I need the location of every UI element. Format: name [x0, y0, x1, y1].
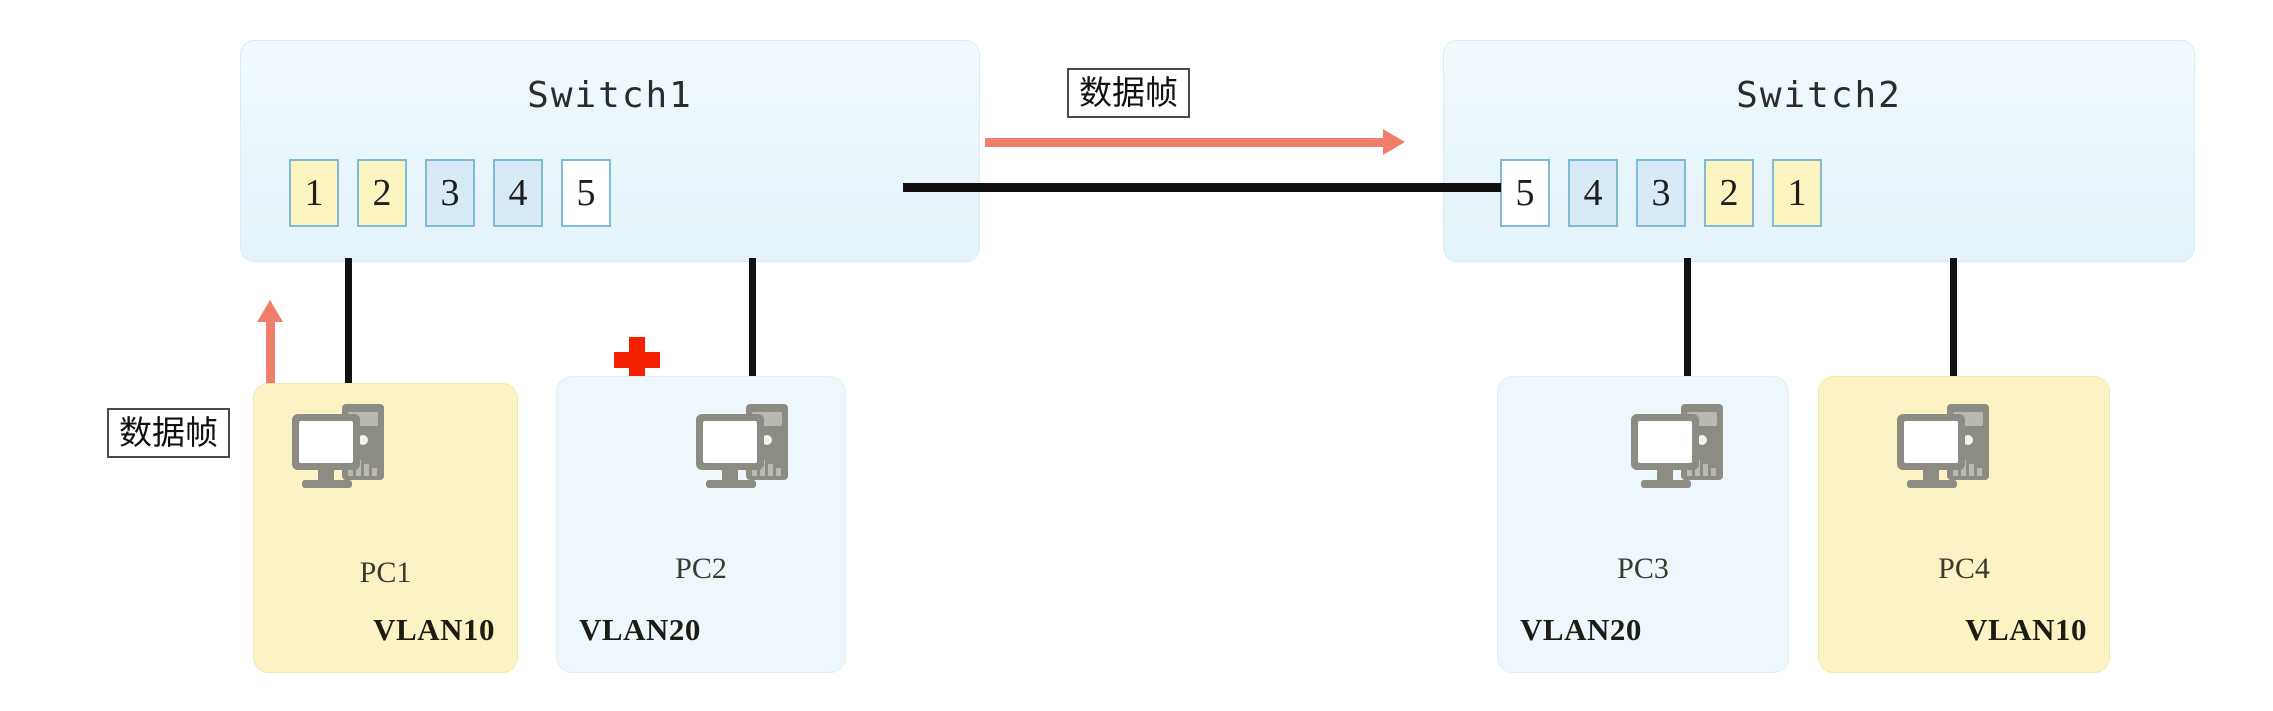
- pc1-label: PC1: [359, 556, 412, 589]
- frame-arrow-pc1-head: [257, 300, 283, 322]
- pc4-label: PC4: [1938, 552, 1990, 585]
- pc1-computer-icon: [290, 400, 408, 496]
- blocked-cross-icon: [614, 337, 660, 383]
- pc4-vlan-label: VLAN10: [1965, 612, 2087, 647]
- switch2-port-4[interactable]: 4: [1568, 159, 1618, 227]
- switch2-chassis[interactable]: Switch2 5 4 3 2 1: [1443, 40, 2195, 262]
- pc4-computer-icon: [1895, 400, 2013, 496]
- switch1-port-1[interactable]: 1: [289, 159, 339, 227]
- switch2-port-2[interactable]: 2: [1704, 159, 1754, 227]
- pc1-vlan-label: VLAN10: [373, 612, 495, 647]
- frame-arrow-trunk: [985, 129, 1405, 155]
- wire-switch2-port2-pc4: [1950, 258, 1957, 428]
- pc3-computer-icon: [1629, 400, 1747, 496]
- switch1-port-4[interactable]: 4: [493, 159, 543, 227]
- frame-arrow-trunk-head: [1383, 129, 1405, 155]
- pc2-label: PC2: [675, 552, 727, 585]
- switch1-label: Switch1: [527, 75, 693, 116]
- switch1-port-row: 1 2 3 4 5: [289, 159, 611, 227]
- wire-switch2-port4-pc3: [1684, 258, 1691, 428]
- switch1-chassis[interactable]: Switch1 1 2 3 4 5: [240, 40, 980, 262]
- pc2-vlan-label: VLAN20: [579, 612, 701, 647]
- pc3-label: PC3: [1617, 552, 1669, 585]
- frame-label-left: 数据帧: [107, 408, 230, 458]
- switch1-port-3[interactable]: 3: [425, 159, 475, 227]
- switch2-port-row: 5 4 3 2 1: [1500, 159, 1822, 227]
- pc2-computer-icon: [694, 400, 812, 496]
- switch1-port-2[interactable]: 2: [357, 159, 407, 227]
- switch2-port-1[interactable]: 1: [1772, 159, 1822, 227]
- pc3-vlan-label: VLAN20: [1520, 612, 1642, 647]
- switch1-port-5[interactable]: 5: [561, 159, 611, 227]
- switch2-port-5[interactable]: 5: [1500, 159, 1550, 227]
- frame-label-top: 数据帧: [1067, 68, 1190, 118]
- trunk-link-switch1-switch2: [903, 183, 1501, 192]
- wire-switch1-port4-pc2: [749, 258, 756, 428]
- switch2-port-3[interactable]: 3: [1636, 159, 1686, 227]
- wire-switch1-port1-pc1: [345, 258, 352, 428]
- switch2-label: Switch2: [1736, 75, 1902, 116]
